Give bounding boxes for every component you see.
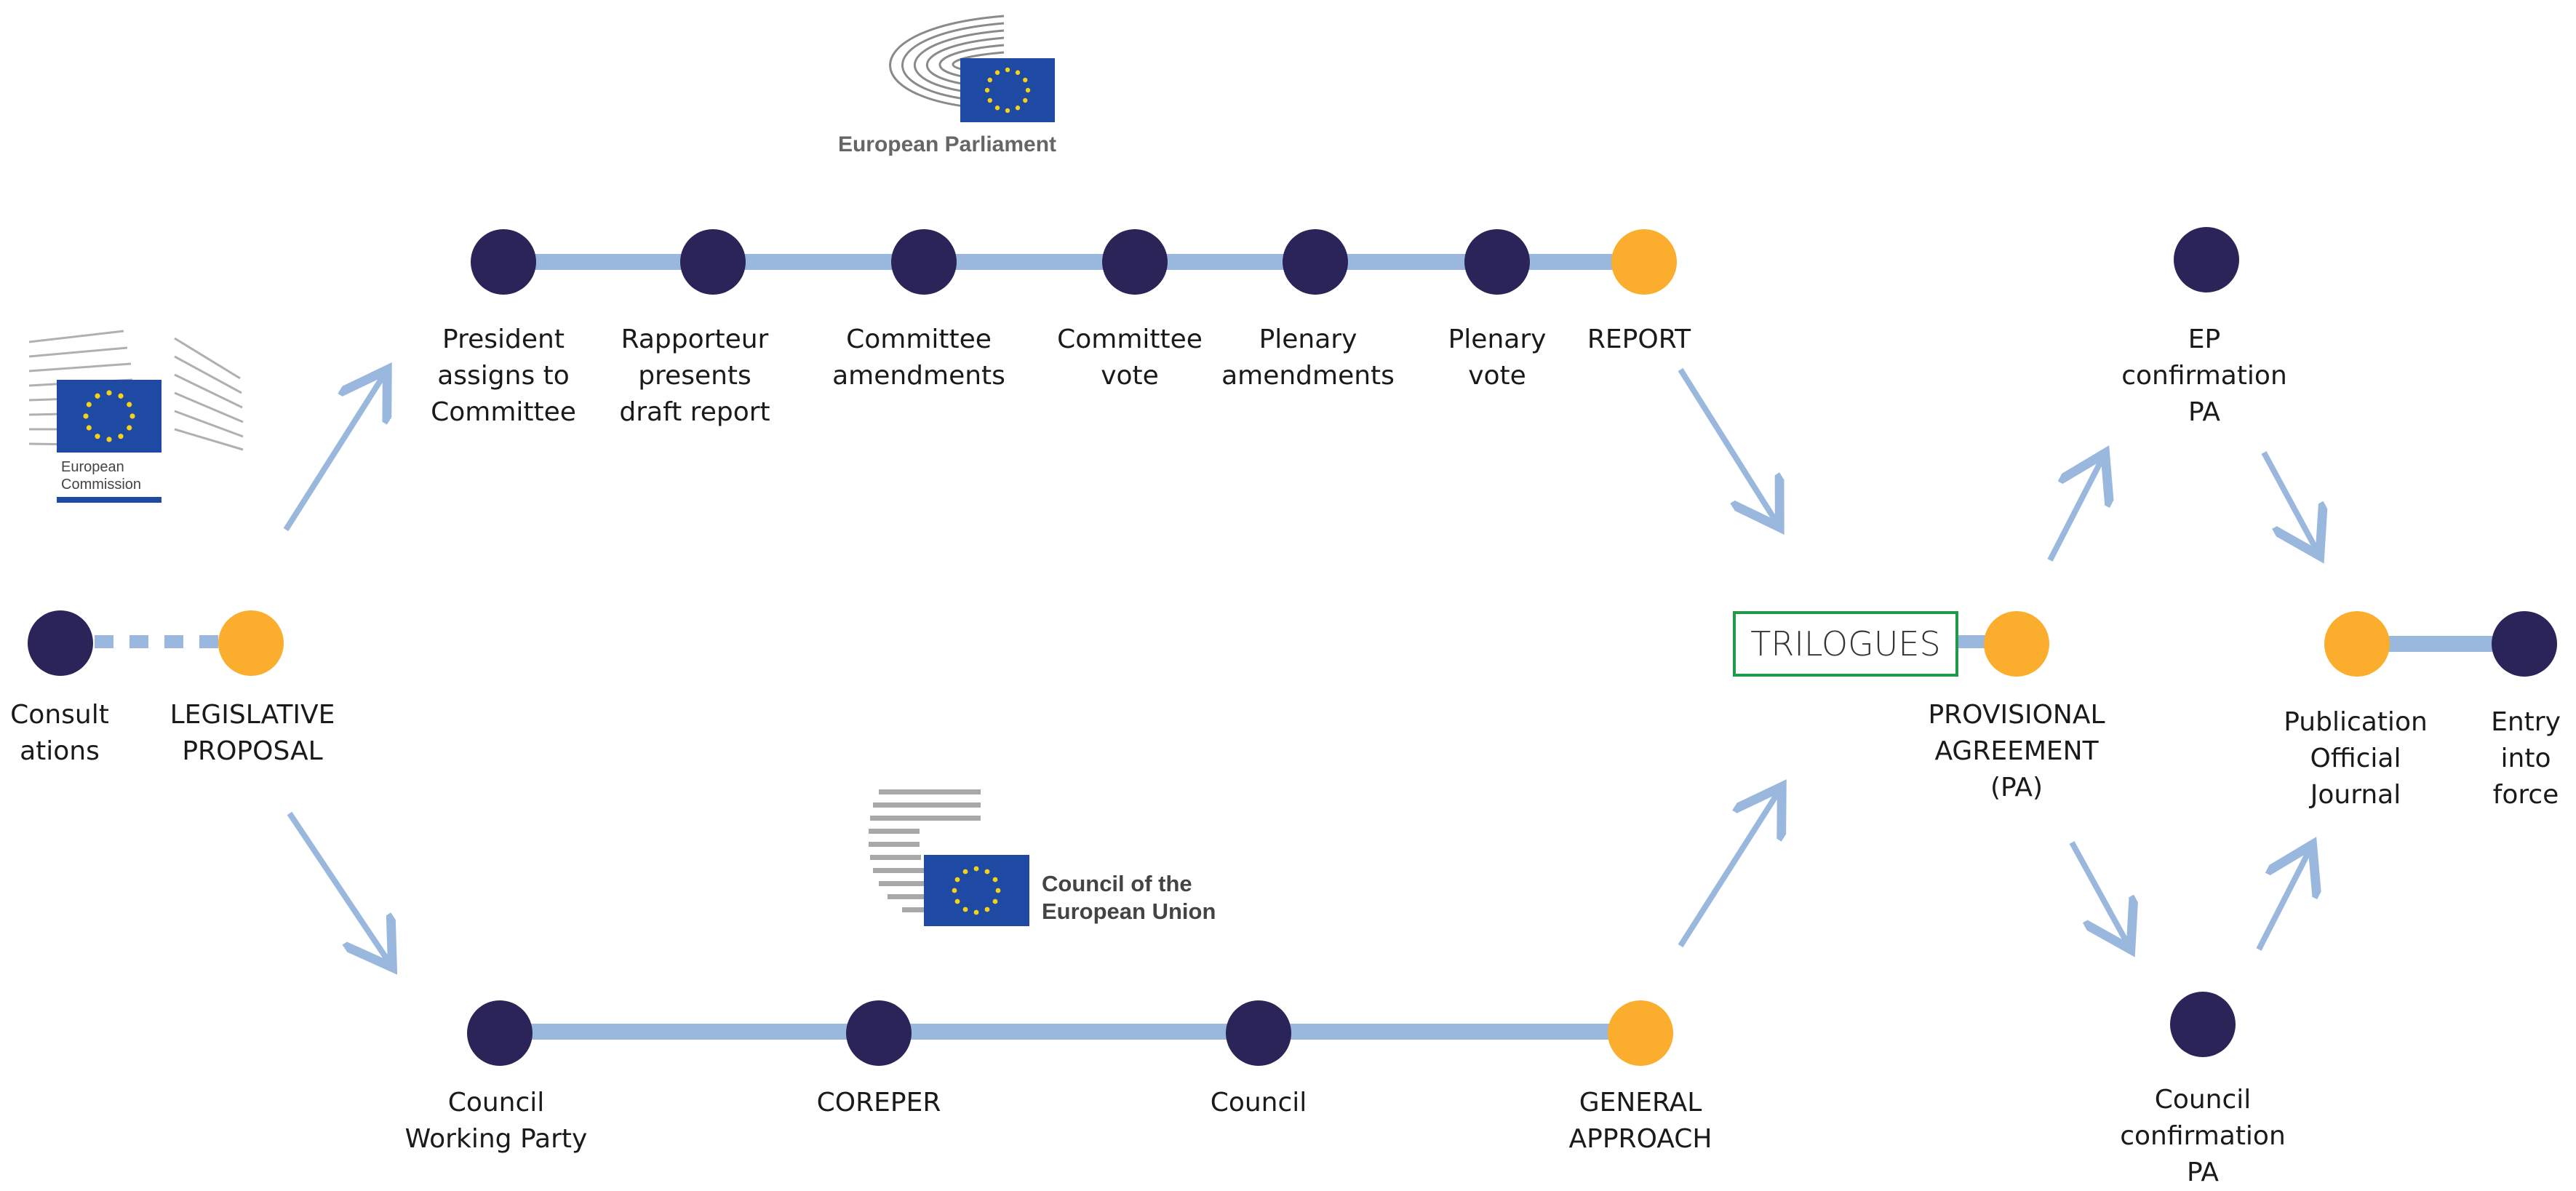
council-step-label-2: COREPER — [816, 1088, 941, 1118]
arrow-council-confirmation-to-publication — [2256, 850, 2310, 951]
publication-label: Publication Official Journal — [2284, 707, 2428, 810]
eu-star-icon — [954, 877, 960, 883]
council-step-node-3 — [1226, 1000, 1291, 1066]
eu-star-icon — [984, 907, 990, 912]
ep-step-node-2 — [680, 229, 746, 295]
arrow-to-ep-confirmation — [2047, 458, 2102, 562]
eu-star-icon — [954, 899, 960, 904]
ep-step-label-4: Committee vote — [1057, 324, 1203, 391]
eu-star-icon — [1015, 105, 1021, 111]
eu-star-icon — [1023, 77, 1028, 83]
arrow-report-to-trilogues — [1678, 367, 1777, 522]
eu-star-icon — [952, 888, 957, 893]
eu-star-icon — [992, 877, 998, 883]
ep-step-label-2: Rapporteur presents draft report — [619, 324, 770, 427]
ep-step-label-1: President assigns to Committee — [431, 324, 576, 427]
eu-star-icon — [127, 402, 132, 407]
ep-step-node-5 — [1283, 229, 1348, 295]
commission-logo-text-1: European — [61, 459, 124, 475]
arrow-ep-confirmation-to-publication — [2261, 451, 2317, 551]
eu-star-icon — [86, 425, 92, 431]
council-logo-text-2: European Union — [1042, 899, 1216, 924]
ep-confirmation-node — [2174, 227, 2239, 292]
council-logo-text-1: Council of the — [1042, 871, 1192, 896]
eu-star-icon — [1005, 108, 1010, 113]
eu-star-icon — [127, 425, 132, 431]
eu-star-icon — [994, 70, 1000, 75]
council-step-node-1 — [467, 1000, 533, 1066]
ep-confirmation-label: EP confirmation PA — [2121, 324, 2287, 427]
eu-star-icon — [962, 907, 968, 912]
eu-star-icon — [987, 97, 992, 103]
eu-star-icon — [995, 888, 1001, 893]
parliament-logo-text: European Parliament — [838, 132, 1056, 156]
eu-star-icon — [973, 866, 979, 872]
legislative-proposal-node — [218, 610, 284, 676]
eu-star-icon — [973, 909, 979, 915]
flow-arrows — [283, 367, 2317, 963]
trilogues-box: TRILOGUES — [1733, 611, 1958, 677]
council-confirmation-node — [2170, 992, 2236, 1057]
consultations-label: Consult ations — [10, 700, 109, 766]
ep-step-label-6: Plenary vote — [1448, 324, 1547, 391]
eu-star-icon — [1023, 97, 1028, 103]
european-parliament-logo: European Parliament — [838, 15, 1056, 156]
eu-star-icon — [86, 402, 92, 407]
arrow-general-approach-to-trilogues — [1678, 792, 1779, 948]
arrow-to-council-confirmation — [2069, 841, 2128, 944]
eu-star-icon — [95, 393, 100, 399]
ep-step-label-5: Plenary amendments — [1221, 324, 1395, 391]
ep-step-label-7: REPORT — [1587, 324, 1691, 354]
consultations-node — [28, 610, 93, 676]
trilogues-label: TRILOGUES — [1750, 624, 1941, 664]
ep-step-label-3: Committee amendments — [832, 324, 1005, 391]
eu-star-icon — [118, 393, 124, 399]
provisional-agreement-node — [1984, 611, 2049, 677]
council-step-label-3: Council — [1210, 1088, 1307, 1118]
council-step-node-2 — [846, 1000, 912, 1066]
european-commission-logo: European Commission — [28, 330, 244, 503]
provisional-agreement-label: PROVISIONAL AGREEMENT (PA) — [1928, 700, 2105, 802]
eu-star-icon — [984, 869, 990, 875]
ep-step-node-4 — [1102, 229, 1168, 295]
eu-star-icon — [994, 105, 1000, 111]
eu-star-icon — [95, 434, 100, 439]
entry-into-force-node — [2492, 611, 2557, 677]
eu-star-icon — [118, 434, 124, 439]
eu-star-icon — [129, 413, 135, 419]
general-approach-node — [1608, 1000, 1673, 1066]
publication-node — [2324, 611, 2390, 677]
eu-star-icon — [106, 437, 112, 442]
step-nodes — [28, 227, 2557, 1066]
council-logo: Council of the European Union — [869, 789, 1216, 926]
eu-star-icon — [83, 413, 89, 419]
council-step-label-4: GENERAL APPROACH — [1568, 1088, 1712, 1154]
entry-into-force-label: Entry into force — [2491, 707, 2561, 810]
ep-step-node-1 — [471, 229, 536, 295]
eu-star-icon — [987, 77, 992, 83]
eu-star-icon — [962, 869, 968, 875]
council-confirmation-label: Council confirmation PA — [2120, 1085, 2286, 1187]
legislative-proposal-label: LEGISLATIVE PROPOSAL — [170, 700, 335, 766]
arrow-to-parliament — [283, 375, 384, 532]
eu-star-icon — [1005, 67, 1010, 73]
eu-star-icon — [992, 899, 998, 904]
eu-star-icon — [106, 390, 112, 396]
eu-star-icon — [1015, 70, 1021, 75]
council-step-label-1: Council Working Party — [404, 1088, 588, 1154]
ep-step-node-3 — [891, 229, 957, 295]
eu-star-icon — [1025, 87, 1031, 93]
commission-logo-text-2: Commission — [61, 477, 141, 493]
arrow-to-council — [287, 811, 389, 963]
eu-star-icon — [984, 87, 990, 93]
report-node — [1611, 229, 1677, 295]
ep-step-node-6 — [1464, 229, 1530, 295]
